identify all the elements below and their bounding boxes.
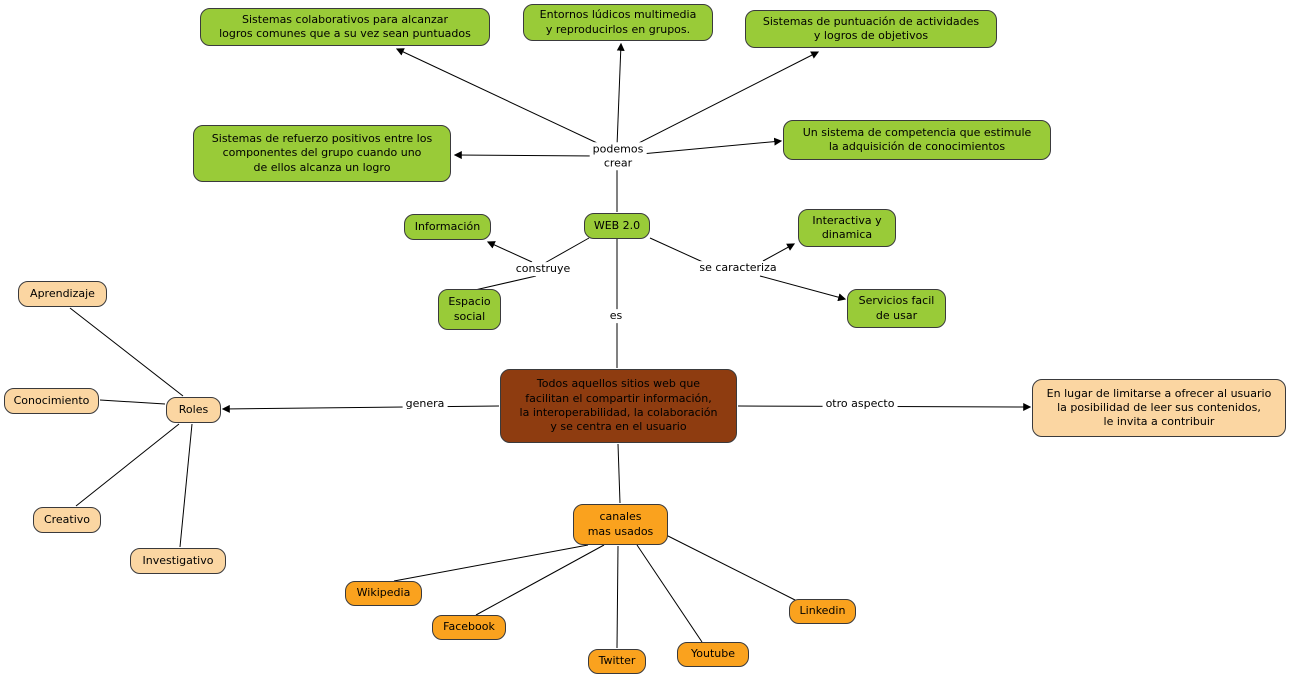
connector-web20-construye [542,237,590,265]
node-definicion-web20[interactable]: Todos aquellos sitios web que facilitan … [500,369,737,443]
connector-crear-refuerzo [453,151,597,160]
node-web20[interactable]: WEB 2.0 [584,213,650,239]
node-investigativo[interactable]: Investigativo [130,548,226,574]
link-label-podemos-crear[interactable]: podemos crear [589,142,647,170]
node-roles[interactable]: Roles [166,397,221,423]
node-sistemas-puntuacion[interactable]: Sistemas de puntuación de actividades y … [745,10,997,48]
node-canales-mas-usados[interactable]: canales mas usados [573,504,668,545]
node-youtube[interactable]: Youtube [677,642,749,667]
connector-crear-puntuacion [624,51,820,151]
connector-canales-facebook [475,544,605,616]
node-wikipedia[interactable]: Wikipedia [345,581,422,606]
node-creativo[interactable]: Creativo [33,507,101,533]
link-label-se-caracteriza[interactable]: se caracteriza [696,261,780,275]
link-label-genera[interactable]: genera [402,397,448,411]
connector-caracteriza-interactiva [762,243,796,262]
node-sistema-competencia[interactable]: Un sistema de competencia que estimule l… [783,120,1051,160]
node-interactiva-dinamica[interactable]: Interactiva y dinamica [798,209,896,247]
node-aprendizaje[interactable]: Aprendizaje [18,281,107,307]
link-label-construye[interactable]: construye [512,262,574,276]
connector-crear-colaborativos [395,48,613,151]
connector-roles-conocimiento [99,399,166,405]
node-linkedin[interactable]: Linkedin [789,599,856,624]
node-informacion[interactable]: Información [404,214,491,240]
node-sistemas-colaborativos[interactable]: Sistemas colaborativos para alcanzar log… [200,8,490,46]
connector-construye-espacio [474,275,537,291]
connector-caracteriza-servicios [759,275,847,302]
connector-roles-creativo [75,423,180,507]
link-label-es[interactable]: es [606,309,626,323]
connector-canales-twitter [616,545,619,649]
connector-canales-linkedin [665,534,798,602]
connector-definicion-roles [221,404,500,413]
node-servicios-facil[interactable]: Servicios facil de usar [847,289,946,328]
node-entornos-ludicos[interactable]: Entornos lúdicos multimedia y reproducir… [523,4,713,41]
node-sistemas-refuerzo[interactable]: Sistemas de refuerzo positivos entre los… [193,125,451,182]
node-facebook[interactable]: Facebook [432,615,506,640]
node-conocimiento[interactable]: Conocimiento [4,388,99,414]
node-otro-aspecto-descripcion[interactable]: En lugar de limitarse a ofrecer al usuar… [1032,379,1286,437]
connector-crear-entornos [616,42,625,147]
connector-web20-caracteriza [649,237,706,264]
link-label-otro-aspecto[interactable]: otro aspecto [822,397,898,411]
connector-crear-competencia [640,137,783,155]
node-espacio-social[interactable]: Espacio social [438,289,501,330]
connector-construye-informacion [486,241,533,263]
connector-roles-investigativo [179,423,193,548]
connector-canales-youtube [636,544,703,643]
connector-definicion-canales [617,443,621,504]
node-twitter[interactable]: Twitter [588,649,646,674]
connector-roles-aprendizaje [69,307,184,397]
connector-canales-wikipedia [393,544,589,582]
